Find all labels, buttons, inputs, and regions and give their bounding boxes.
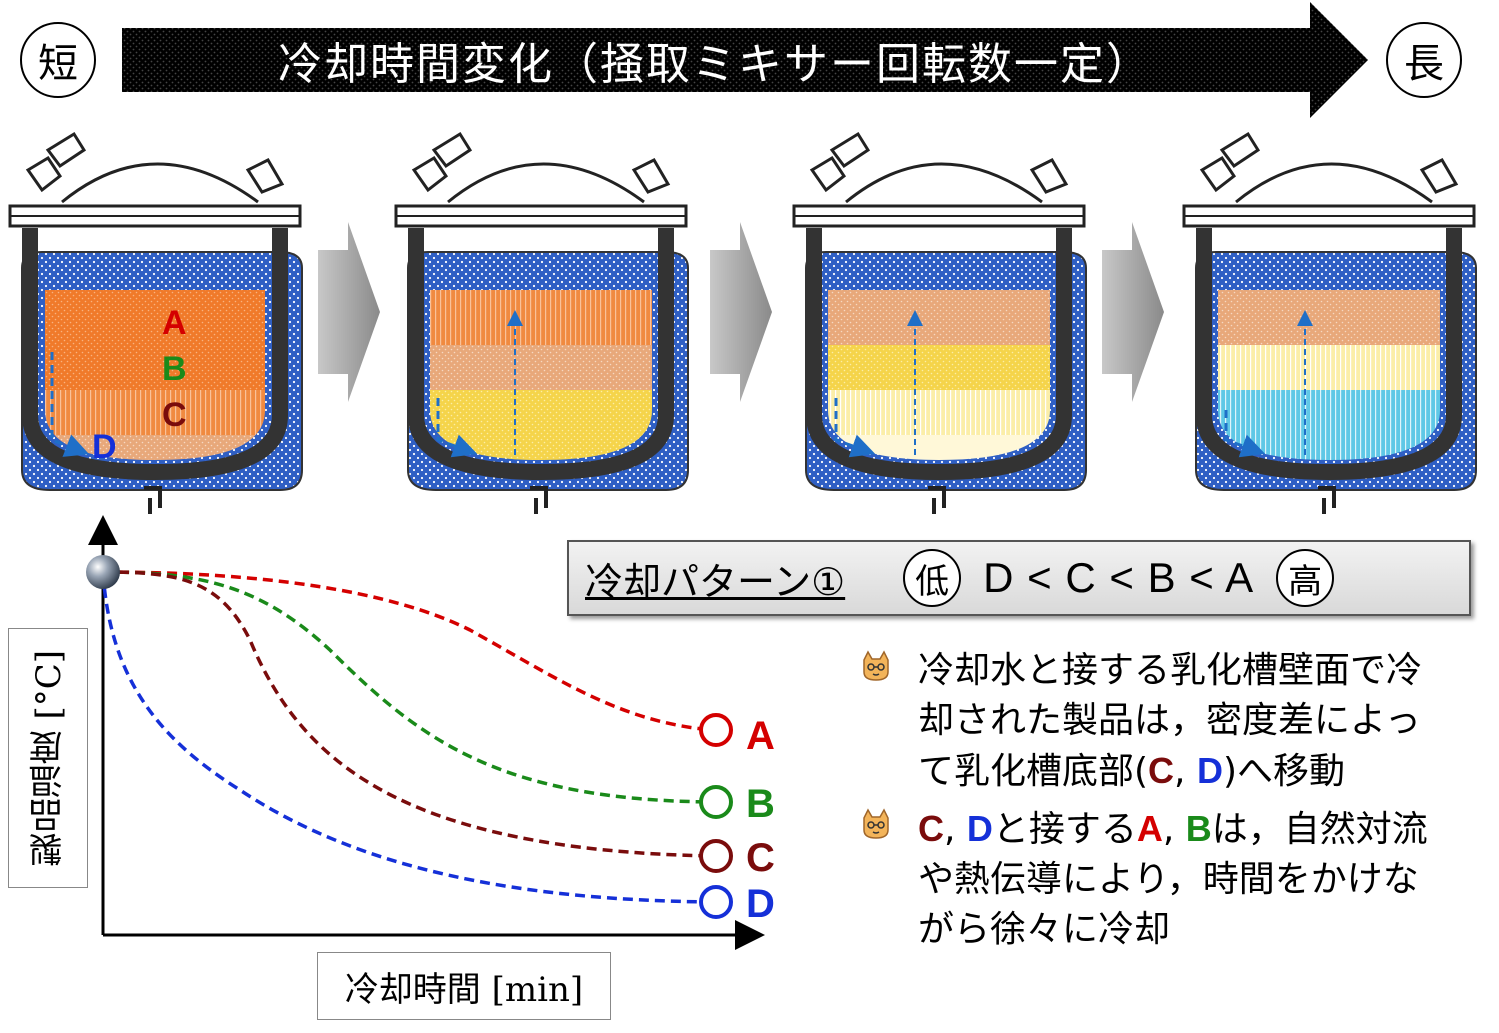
bullet-1-d: D	[1196, 750, 1223, 791]
bullet-2-line-3: がら徐々に冷却	[918, 909, 1171, 950]
bullet-1-sep: ,	[1174, 751, 1197, 792]
series-end-marker-d	[699, 885, 733, 919]
series-end-label-a: A	[746, 714, 775, 758]
x-axis-label: 冷却時間 [min]	[317, 952, 611, 1020]
cat-icon	[863, 808, 889, 839]
tank-3	[792, 131, 1087, 514]
y-axis-label: 製品温度 [°C]	[28, 649, 69, 867]
cooling-pattern-box: 冷却パターン① 低 D < C < B < A 高	[567, 540, 1471, 616]
series-end-label-c: C	[746, 836, 775, 880]
step-arrow-3	[1102, 222, 1164, 402]
tank-2	[394, 131, 689, 514]
banner-short-label: 短	[20, 22, 96, 98]
tank-1	[8, 131, 303, 514]
tank-label-c: C	[162, 396, 187, 434]
pattern-low-label: 低	[903, 549, 962, 607]
bullet-1-text: て乳化槽底部(	[918, 751, 1149, 792]
time-arrow-banner	[122, 2, 1368, 118]
bullet-1-text-post: )へ移動	[1222, 751, 1345, 792]
bullet-2-b: B	[1185, 808, 1212, 849]
series-line-d	[101, 571, 713, 904]
pattern-order: D < C < B < A	[983, 554, 1255, 601]
chart-series-group	[101, 570, 733, 919]
bullet-1-line-3: て乳化槽底部(C, D)へ移動	[918, 746, 1478, 797]
bullet-2-sep2: ,	[1162, 809, 1186, 850]
pattern-title: 冷却パターン①	[585, 559, 846, 604]
series-end-marker-b	[699, 785, 733, 819]
bullet-2-line-1: C, Dと接するA, Bは，自然対流	[918, 804, 1478, 855]
series-end-label-d: D	[746, 882, 775, 926]
step-arrow-1	[318, 222, 380, 402]
banner-title: 冷却時間変化（掻取ミキサー回転数一定）	[278, 39, 1152, 90]
chart-axes	[88, 515, 765, 950]
bullet-1-c: C	[1148, 750, 1175, 791]
y-axis-label-box: 製品温度 [°C]	[8, 628, 88, 888]
bullet-2-c: C	[918, 808, 944, 849]
tank-4	[1182, 131, 1477, 514]
bullet-2-sep1: ,	[944, 809, 967, 850]
tank-label-b: B	[162, 350, 187, 388]
bullet-2-line-2: や熱伝導により，時間をかけな	[918, 859, 1419, 900]
banner-long-label: 長	[1386, 22, 1462, 98]
tank-label-d: D	[92, 428, 117, 466]
series-end-marker-c	[699, 839, 733, 873]
bullet-2-d: D	[966, 808, 993, 849]
step-arrow-2	[710, 222, 772, 402]
pattern-high-label: 高	[1276, 549, 1335, 607]
series-end-marker-a	[699, 713, 733, 747]
series-end-label-b: B	[746, 782, 775, 826]
series-line-c	[102, 570, 713, 858]
bullet-2-a: A	[1136, 808, 1163, 849]
bullet-2-mid: と接する	[992, 809, 1137, 850]
tank-label-a: A	[162, 304, 187, 342]
bullet-1-line-1: 冷却水と接する乳化槽壁面で冷	[918, 650, 1423, 691]
bullet-1-line-2: 却された製品は，密度差によっ	[918, 700, 1421, 741]
series-line-b	[102, 570, 713, 804]
series-line-a	[102, 570, 713, 732]
start-point-ball	[86, 555, 120, 589]
cat-icon	[863, 650, 889, 681]
bullet-2-text-post: は，自然対流	[1211, 809, 1428, 850]
